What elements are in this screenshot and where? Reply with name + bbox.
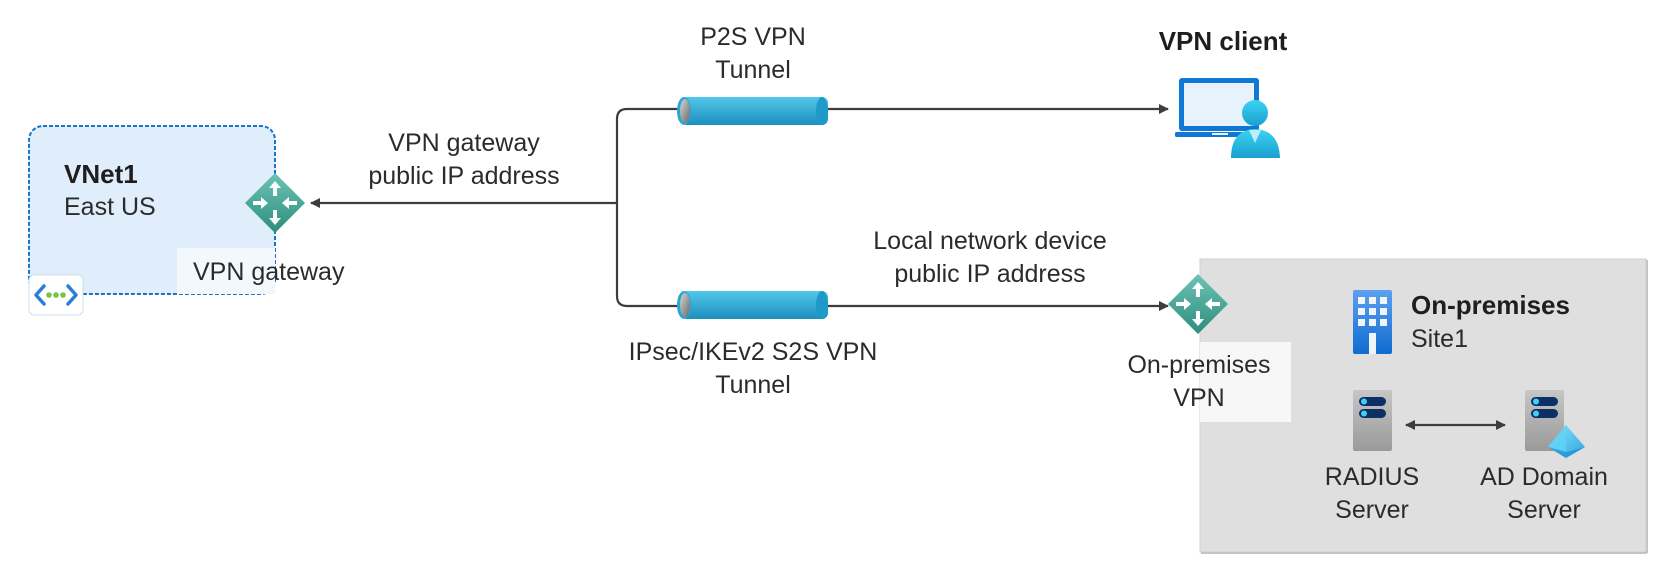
gateway-ip-label: VPN gateway public IP address (344, 127, 584, 193)
building-icon (1353, 290, 1392, 354)
onprem-vpn-device-icon[interactable] (1168, 274, 1228, 334)
onprem-vpn-label: On-premises VPN (1109, 349, 1289, 415)
p2s-tunnel-label-line1: P2S VPN (700, 23, 806, 51)
s2s-tunnel-icon (677, 291, 828, 319)
onprem-vpn-label-line1: On-premises (1127, 351, 1271, 379)
laptop-user-icon[interactable] (1175, 78, 1280, 158)
radius-server-label: RADIUS Server (1302, 461, 1442, 527)
vnet-region: East US (64, 193, 156, 221)
vnet-name: VNet1 (64, 159, 138, 189)
vpn-client-title: VPN client (1158, 26, 1288, 56)
s2s-tunnel-label-line1: IPsec/IKEv2 S2S VPN (628, 338, 878, 366)
virtual-network-icon (28, 274, 84, 316)
radius-server-label-line2: Server (1335, 496, 1409, 524)
onprem-site-name: Site1 (1411, 325, 1468, 353)
vpn-gateway-icon[interactable] (245, 173, 305, 233)
s2s-tunnel-label: IPsec/IKEv2 S2S VPN Tunnel (603, 336, 903, 402)
vpn-gateway-label: VPN gateway (193, 258, 345, 286)
p2s-tunnel-label-line2: Tunnel (715, 56, 791, 84)
p2s-tunnel-label: P2S VPN Tunnel (653, 21, 853, 87)
branch-connector (615, 107, 680, 308)
p2s-tunnel-icon (677, 97, 828, 125)
ad-server-label-line1: AD Domain (1480, 463, 1608, 491)
gateway-ip-label-line2: public IP address (368, 162, 560, 190)
gateway-ip-label-line1: VPN gateway (388, 129, 540, 157)
local-device-ip-label: Local network device public IP address (850, 225, 1130, 291)
onprem-vpn-label-bg (1200, 342, 1291, 422)
local-device-ip-label-line1: Local network device (873, 227, 1107, 255)
ad-server-label-line2: Server (1507, 496, 1581, 524)
active-directory-pyramid-icon (1548, 425, 1585, 458)
radius-server-label-line1: RADIUS (1324, 463, 1420, 491)
ad-server-label: AD Domain Server (1464, 461, 1624, 527)
vpn-gateway-label-bg (177, 248, 275, 294)
s2s-tunnel-label-line2: Tunnel (715, 371, 791, 399)
ad-server-icon[interactable] (1525, 390, 1585, 458)
local-device-ip-label-line2: public IP address (894, 260, 1086, 288)
server-icon[interactable] (1353, 390, 1392, 451)
onprem-title: On-premises (1411, 290, 1570, 320)
onprem-vpn-label-line2: VPN (1173, 384, 1225, 412)
